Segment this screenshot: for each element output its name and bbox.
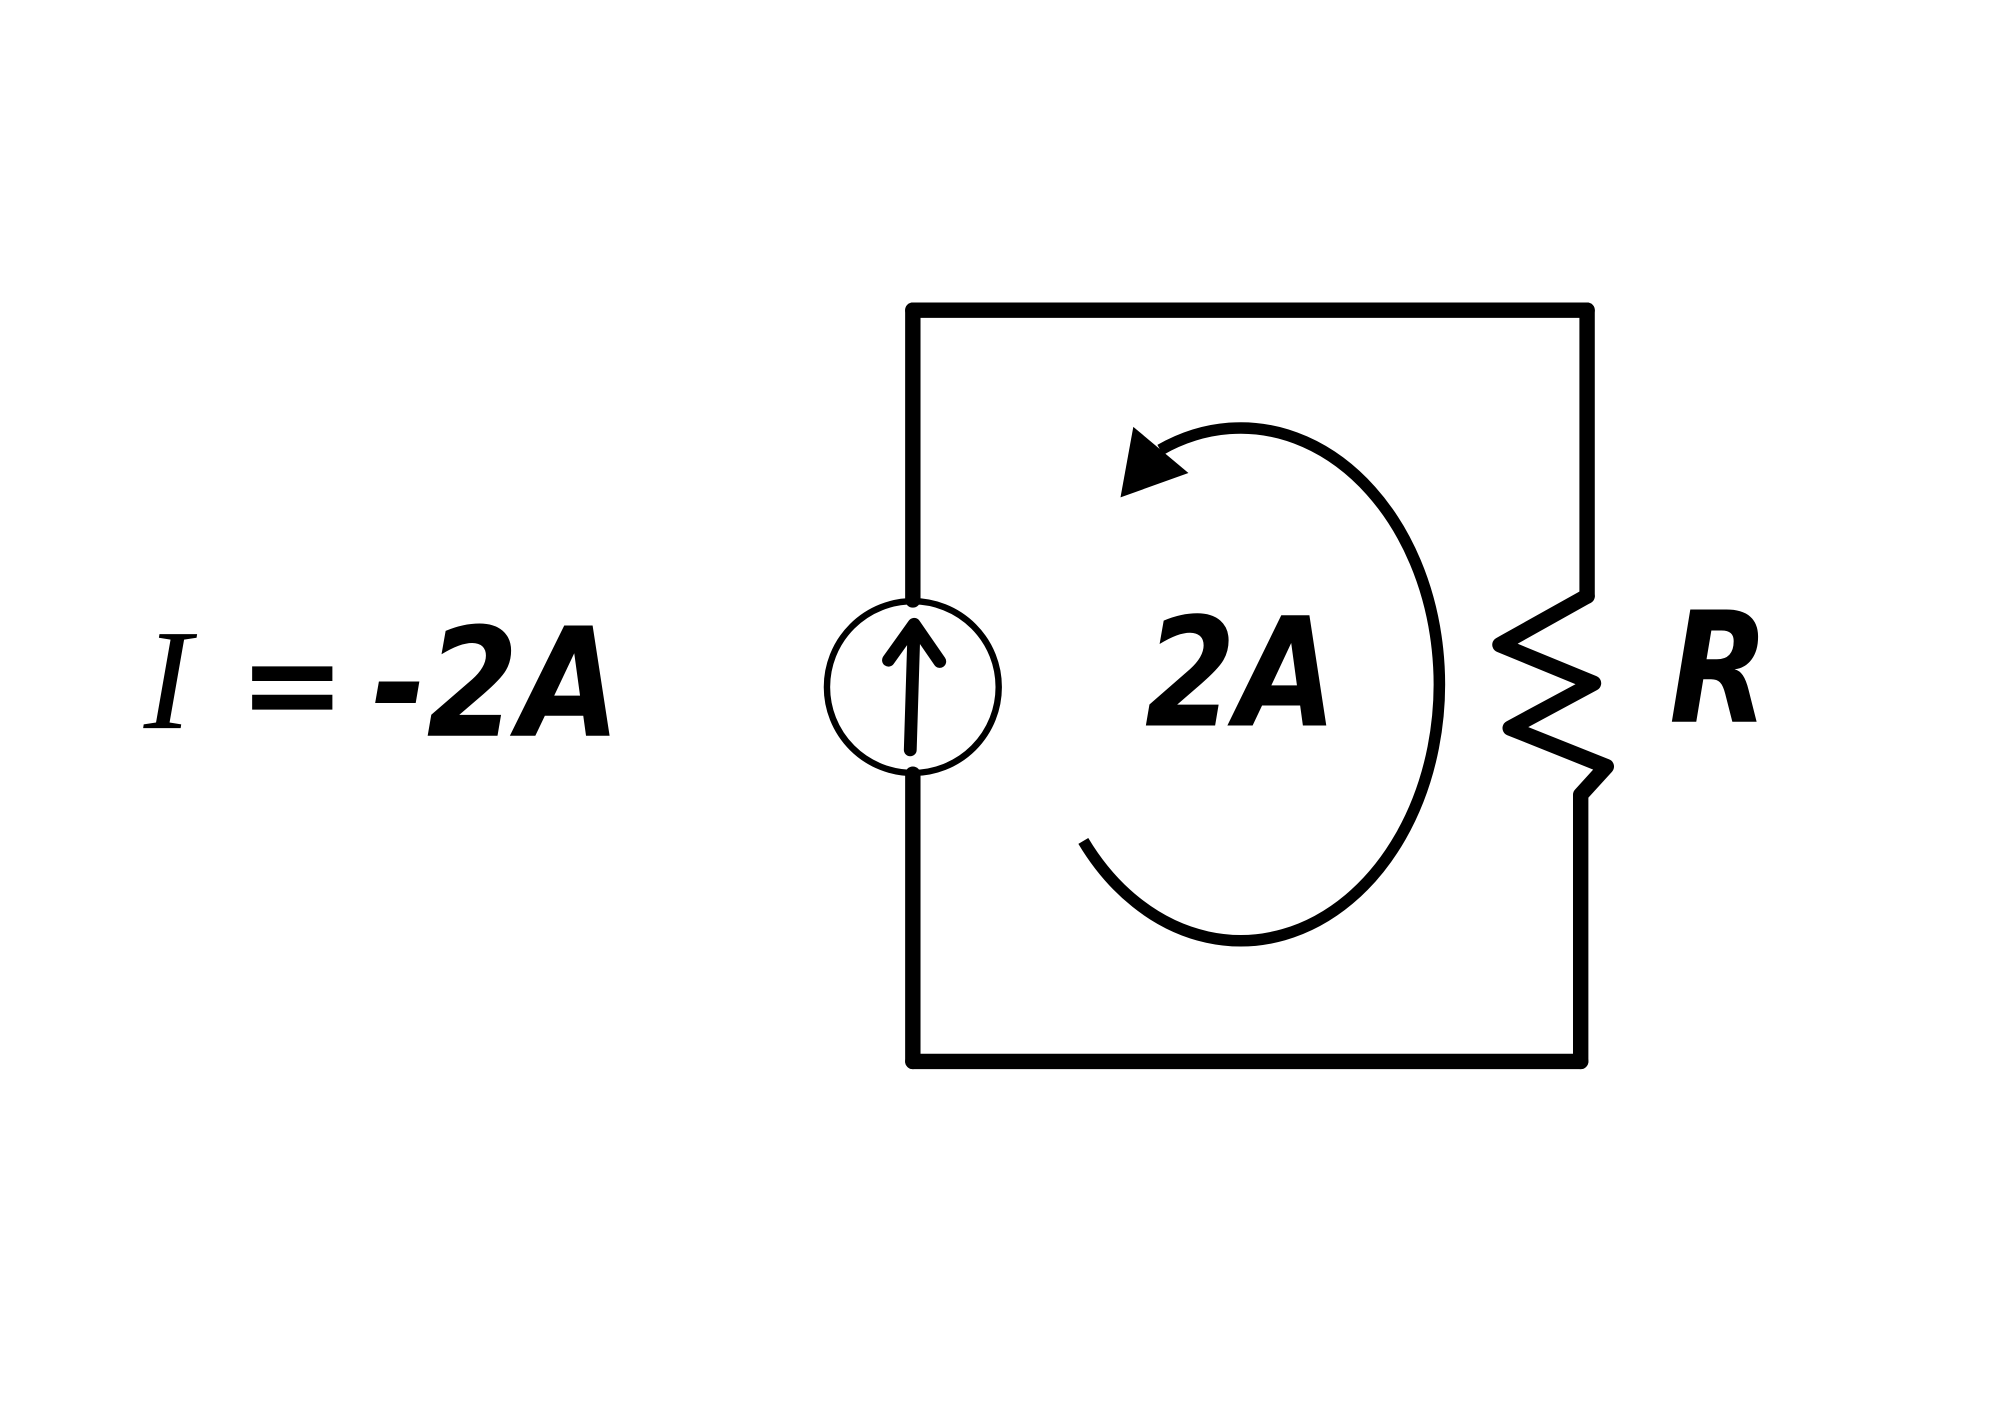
current-source-circle: [823, 597, 1002, 777]
loop-current-label: 2A: [1145, 586, 1337, 762]
resistor-label: R: [1669, 580, 1769, 759]
loop-arrowhead-icon: [1120, 426, 1189, 498]
current-value: -2A: [372, 596, 621, 772]
current-variable: I: [143, 601, 198, 760]
equals-sign: =: [239, 610, 346, 759]
resistor: [1492, 588, 1615, 1070]
current-arrow-icon: [882, 617, 947, 757]
loop-current-arc: [1078, 422, 1446, 947]
